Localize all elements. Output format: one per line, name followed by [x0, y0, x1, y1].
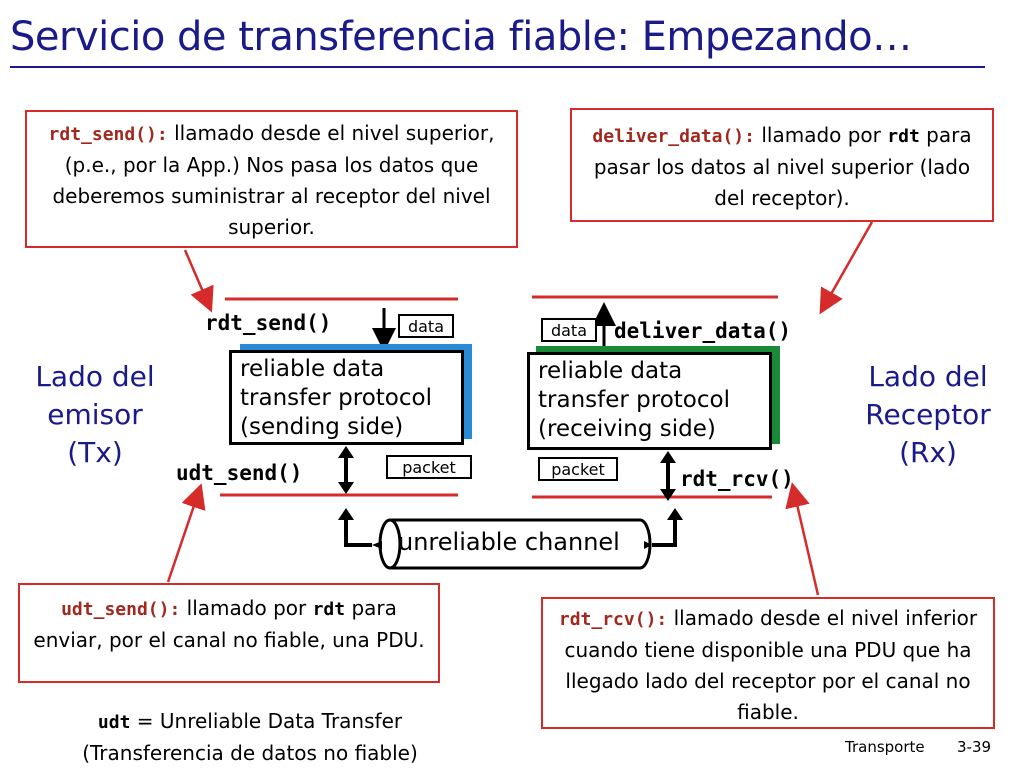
receiver-box-line2: transfer protocol [538, 387, 730, 413]
callout-text-2: para pasar los datos al nivel superior (… [593, 123, 972, 210]
sender-side-label: Lado del emisor (Tx) [20, 358, 170, 472]
receiver-box-line3: (receiving side) [538, 416, 716, 442]
udt-note-text1: = Unreliable Data Transfer [136, 709, 403, 733]
arrow-rdt-rcv [785, 482, 820, 596]
rdt-rcv-label: rdt_rcv() [680, 467, 794, 491]
udt-note-code: udt [97, 712, 131, 733]
callout-code: rdt_rcv(): [558, 609, 668, 630]
udt-note: udt = Unreliable Data Transfer (Transfer… [30, 706, 470, 768]
callout-udt-send: udt_send(): llamado por rdt para enviar,… [18, 583, 440, 683]
title-underline [10, 66, 985, 68]
receiver-packet-tag: packet [538, 457, 618, 481]
sender-box-line3: (sending side) [240, 414, 404, 440]
arrow-deliver-data [819, 221, 874, 315]
sender-data-tag: data [398, 314, 454, 338]
deliver-data-label: deliver_data() [614, 319, 792, 343]
callout-code-2: rdt [887, 126, 920, 147]
callout-code-2: rdt [312, 599, 346, 620]
sender-packet-tag: packet [386, 455, 472, 479]
callout-code: deliver_data(): [592, 126, 755, 147]
udt-note-line1: udt = Unreliable Data Transfer [30, 706, 470, 738]
callout-rdt-rcv: rdt_rcv(): llamado desde el nivel inferi… [541, 597, 995, 729]
channel-pipe [390, 518, 640, 570]
receiver-box-line1: reliable data [538, 358, 683, 384]
receiver-side-line3: (Rx) [899, 436, 957, 469]
sender-box-line2: transfer protocol [240, 385, 432, 411]
sender-side-line2: emisor [47, 398, 143, 431]
sender-side-line3: (Tx) [67, 436, 123, 469]
rdt-send-label: rdt_send() [205, 311, 332, 335]
callout-text: llamado desde el nivel inferior cuando t… [564, 606, 978, 724]
callout-text: llamado desde el nivel superior, (p.e., … [52, 121, 495, 239]
receiver-side-line2: Receptor [865, 398, 991, 431]
sender-side-line1: Lado del [35, 360, 155, 393]
receiver-side-label: Lado del Receptor (Rx) [848, 358, 1008, 472]
arrow-udt-send [166, 483, 206, 583]
callout-text: llamado por [761, 123, 881, 147]
sender-protocol-box: reliable data transfer protocol (sending… [229, 350, 464, 445]
callout-rdt-send: rdt_send(): llamado desde el nivel super… [25, 110, 518, 248]
udt-note-text2: (Transferencia de datos no fiable) [82, 741, 418, 765]
callout-text: llamado por [186, 596, 307, 620]
sender-channel-connector [344, 512, 372, 547]
callout-deliver-data: deliver_data(): llamado por rdt para pas… [570, 108, 994, 222]
receiver-channel-connector [652, 512, 677, 547]
receiver-side-line1: Lado del [868, 360, 988, 393]
footer-page-number: 3-39 [957, 738, 992, 756]
callout-code: udt_send(): [61, 599, 181, 620]
callout-text-2: para enviar, por el canal no fiable, una… [33, 596, 425, 652]
receiver-protocol-box: reliable data transfer protocol (receivi… [527, 352, 772, 450]
slide-title: Servicio de transferencia fiable: Empeza… [10, 14, 912, 60]
udt-send-label: udt_send() [176, 461, 303, 485]
footer-section: Transporte [845, 738, 925, 756]
receiver-data-tag: data [541, 318, 597, 342]
callout-code: rdt_send(): [48, 124, 168, 145]
sender-box-line1: reliable data [240, 356, 385, 382]
unreliable-channel-label: unreliable channel [398, 528, 620, 556]
arrow-rdt-send [183, 249, 214, 313]
